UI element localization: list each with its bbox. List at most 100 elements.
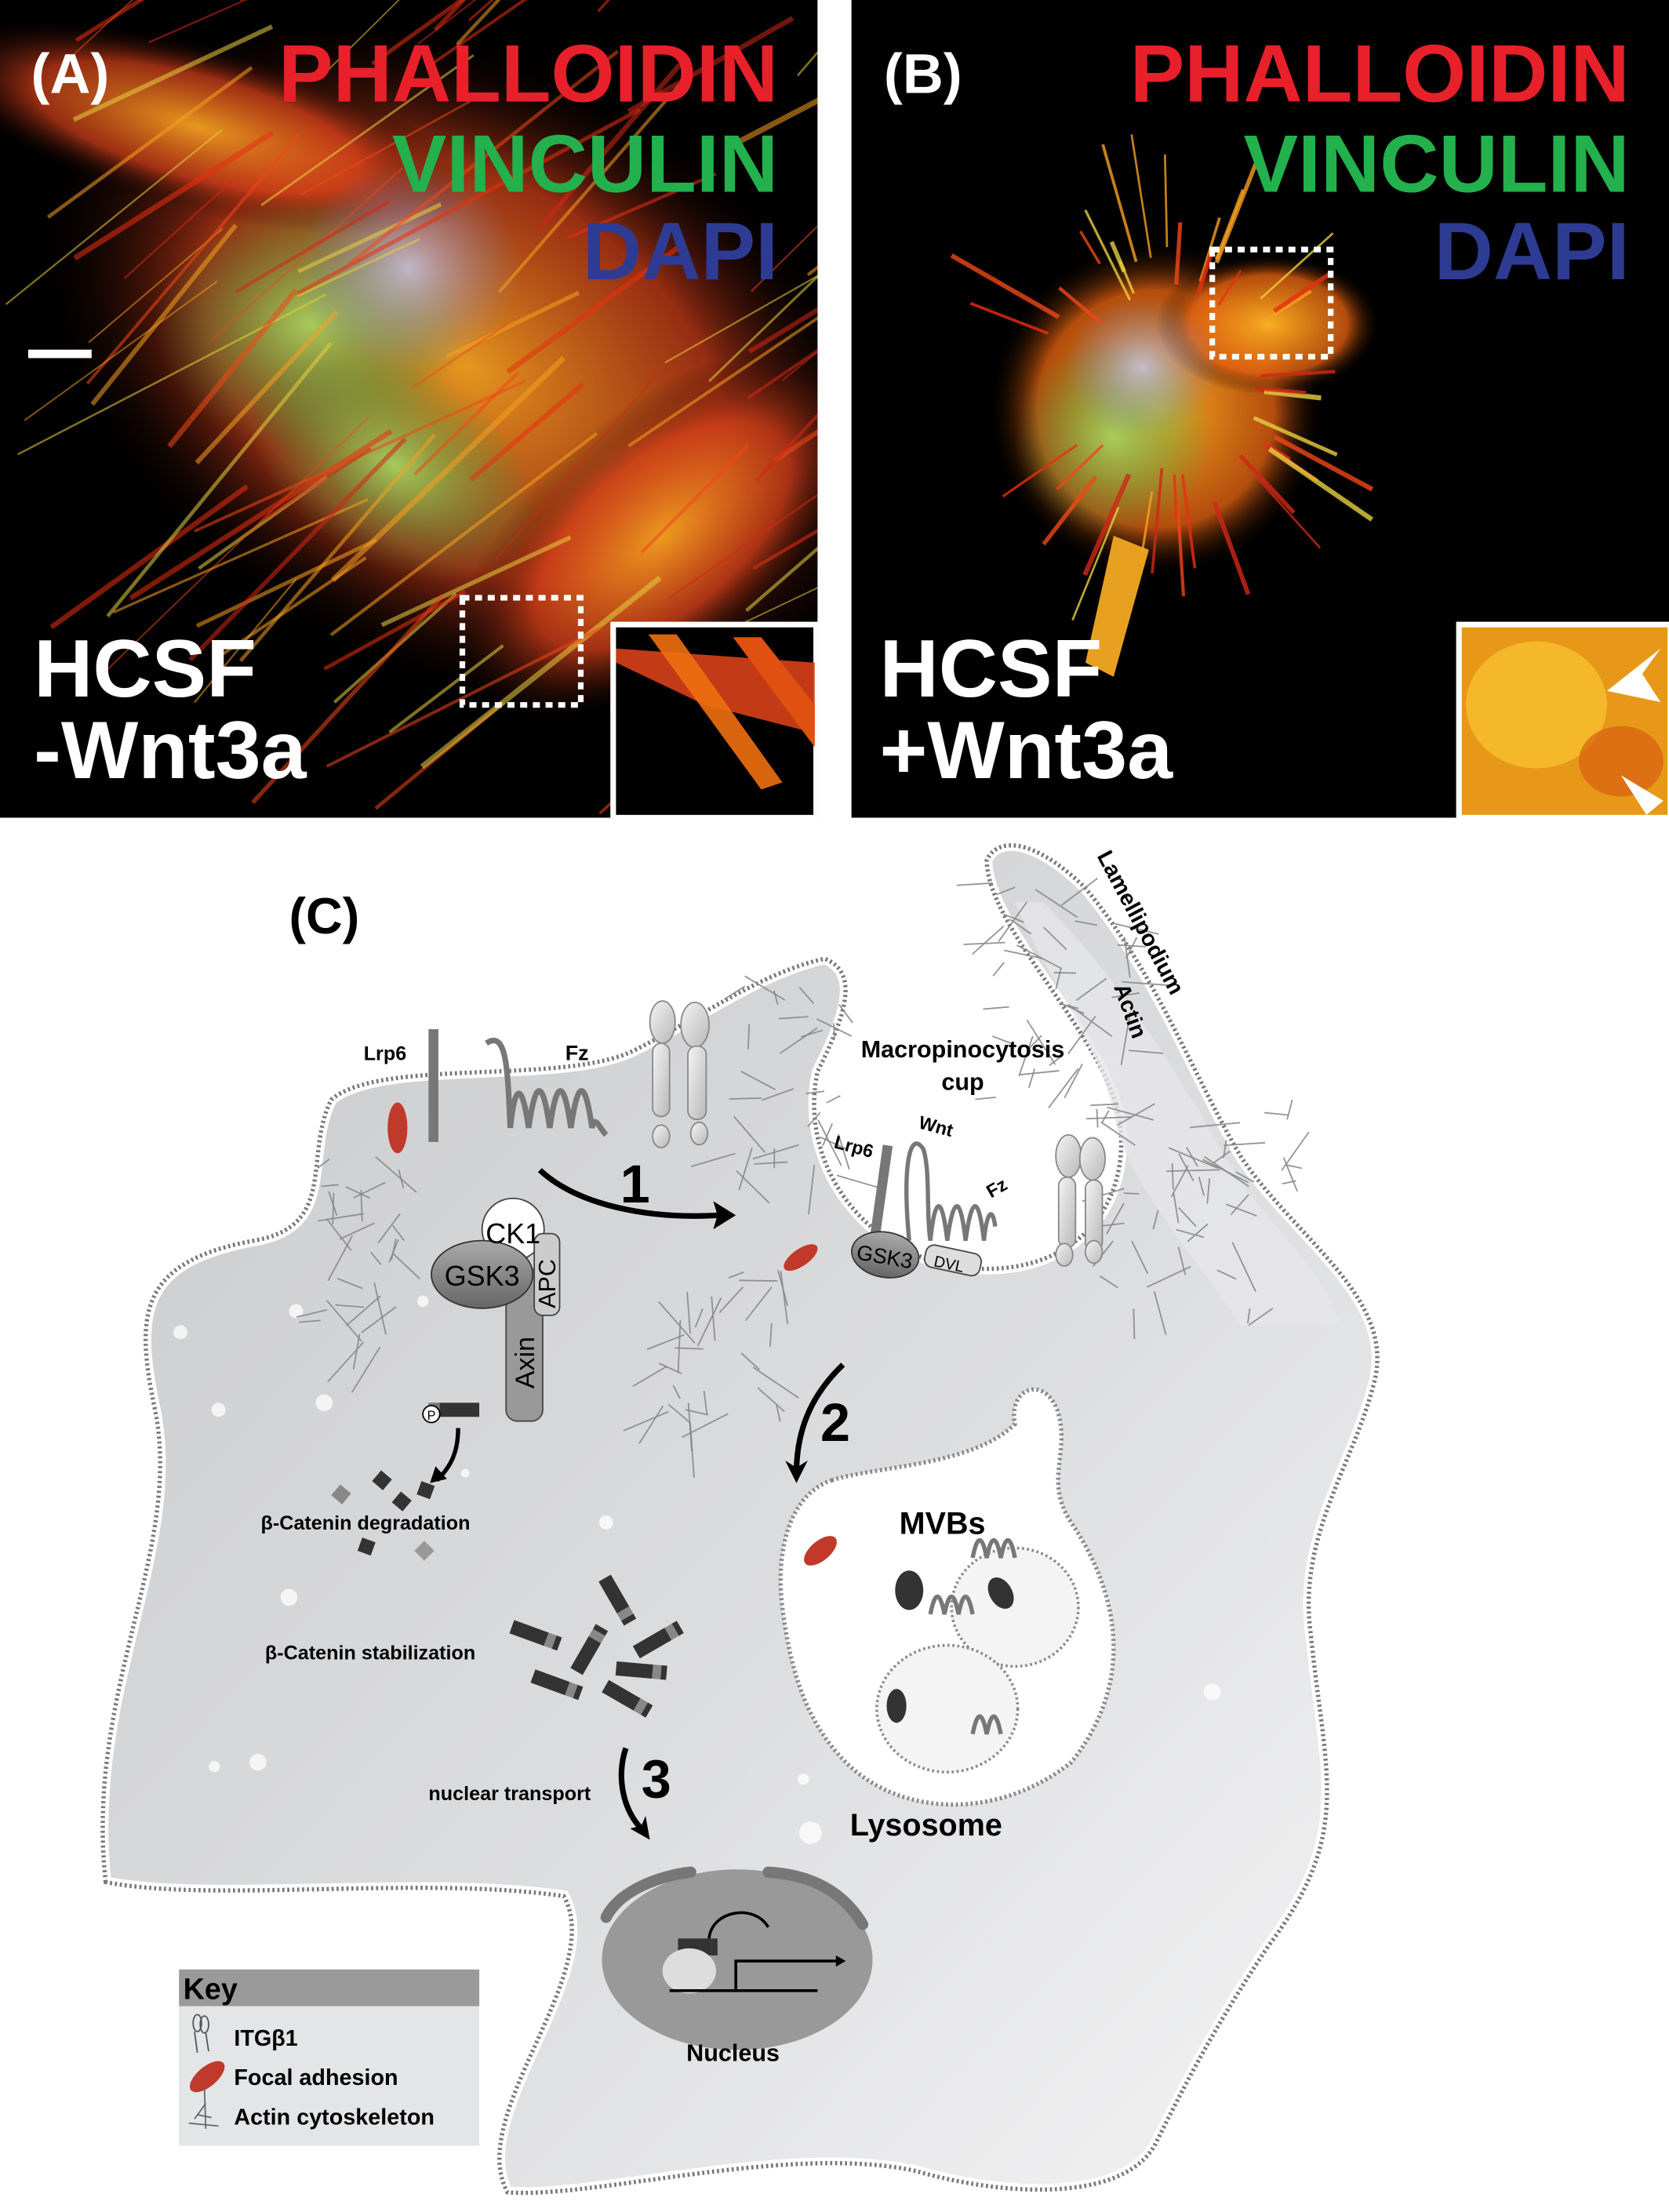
fiber xyxy=(664,275,818,364)
fiber xyxy=(1214,188,1245,260)
fiber xyxy=(773,990,779,1006)
arrowhead-icon xyxy=(1620,775,1664,815)
fiber xyxy=(327,1341,365,1383)
fiber xyxy=(361,1306,397,1333)
fiber xyxy=(1019,1070,1060,1076)
fiber xyxy=(623,1410,669,1432)
stain-phalloidin: PHALLOIDIN xyxy=(1130,28,1630,119)
fiber xyxy=(1265,289,1312,321)
fiber xyxy=(538,62,682,229)
zoom-region-box xyxy=(459,595,584,708)
fiber xyxy=(1111,991,1140,999)
fiber xyxy=(326,1300,362,1342)
fiber xyxy=(346,1295,381,1326)
fiber xyxy=(1058,286,1101,324)
fiber xyxy=(1196,254,1213,294)
beta-catenin-icon xyxy=(598,1574,637,1626)
beta-catenin-icon xyxy=(530,1669,584,1701)
fiber xyxy=(85,133,300,385)
fiber xyxy=(658,1362,682,1375)
fiber xyxy=(469,382,585,482)
fiber xyxy=(497,71,692,293)
fiber xyxy=(351,1346,381,1393)
cell-body xyxy=(96,839,1384,2199)
fiber xyxy=(752,1366,799,1399)
fiber xyxy=(1216,1269,1237,1280)
step-1-arrow xyxy=(537,1168,719,1219)
focal-adhesion-icon xyxy=(784,1244,818,1272)
fiber xyxy=(1264,388,1322,401)
fiber xyxy=(739,1279,778,1282)
fiber xyxy=(738,1148,753,1191)
fiber xyxy=(5,129,223,305)
fiber xyxy=(49,484,249,630)
fiber xyxy=(1042,475,1097,546)
fiber xyxy=(1090,1103,1119,1107)
fiber xyxy=(1118,260,1135,294)
step-3-label: 3 xyxy=(642,1750,671,1810)
fiber xyxy=(375,1155,417,1193)
fiber xyxy=(1003,949,1043,959)
fiber xyxy=(1133,1308,1136,1340)
fiber xyxy=(251,594,445,805)
fiber xyxy=(755,413,818,482)
fiber xyxy=(336,1278,363,1290)
axin-label: Axin xyxy=(511,1337,540,1388)
fiber xyxy=(983,1006,1009,1010)
fiber xyxy=(1213,1150,1231,1163)
fiber xyxy=(296,1308,328,1319)
fiber xyxy=(300,99,474,196)
fiber xyxy=(1026,1019,1056,1065)
integrin-icon xyxy=(1055,1133,1106,1267)
panel-a-label: (A) xyxy=(31,43,110,106)
fiber xyxy=(1231,1242,1256,1293)
fiber xyxy=(1264,1111,1289,1116)
fiber xyxy=(1056,444,1104,490)
fiber xyxy=(370,1251,382,1265)
fiber xyxy=(1122,980,1172,987)
lysosome-label: Lysosome xyxy=(850,1808,1002,1843)
beta-catenin-icon xyxy=(632,1621,684,1659)
fiber xyxy=(1176,1228,1205,1239)
fiber xyxy=(1117,1103,1155,1126)
fiber xyxy=(1064,1063,1083,1099)
fiber xyxy=(1100,1121,1136,1146)
fiber xyxy=(148,0,248,44)
fiber xyxy=(733,1115,766,1154)
fiber xyxy=(1128,1050,1163,1054)
fiber xyxy=(744,1286,773,1322)
fiber xyxy=(1190,1122,1241,1129)
fiber xyxy=(638,1405,664,1444)
fz-label: Fz xyxy=(565,1042,589,1065)
fiber xyxy=(1173,1191,1180,1224)
fiber xyxy=(1163,154,1169,248)
fiber xyxy=(776,1405,781,1422)
fiber xyxy=(327,1235,354,1282)
fiber xyxy=(1130,134,1152,258)
fiber xyxy=(1043,926,1067,951)
fiber xyxy=(445,290,580,359)
fiber xyxy=(805,1090,825,1094)
fiber xyxy=(24,280,218,421)
vesicles xyxy=(173,1295,1221,1844)
condition-line-2: +Wnt3a xyxy=(880,705,1174,796)
fiber xyxy=(745,546,818,613)
fiber xyxy=(211,167,403,341)
fiber xyxy=(1273,435,1374,492)
beta-catenin-icon xyxy=(602,1679,653,1718)
fiber xyxy=(778,1016,809,1020)
fiber xyxy=(779,1027,818,1054)
key-item-actin: Actin cytoskeleton xyxy=(234,2105,435,2130)
fiber xyxy=(801,1029,824,1038)
fiber xyxy=(1247,1308,1251,1324)
fiber xyxy=(682,1413,729,1439)
fiber xyxy=(211,556,367,663)
fiber xyxy=(1002,443,1078,498)
fiber xyxy=(318,1213,364,1222)
fiber xyxy=(1255,386,1307,395)
fiber xyxy=(1253,416,1338,457)
fiber xyxy=(260,54,475,206)
fiber xyxy=(391,1224,405,1242)
beta-catenin-icon xyxy=(509,1620,562,1651)
fiber xyxy=(427,0,528,68)
